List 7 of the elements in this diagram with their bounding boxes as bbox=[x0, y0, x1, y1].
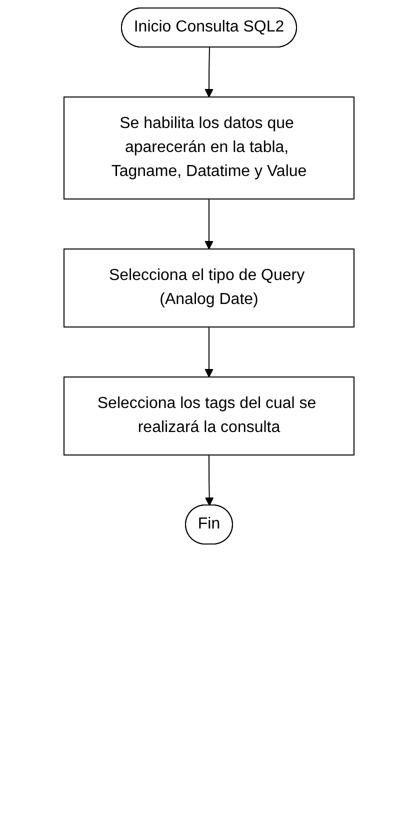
node-box: Se habilita los datos que aparecerán en la tabla, Tagname, Datatime y Value bbox=[64, 96, 354, 200]
node-box: Selecciona el tipo de Query (Analog Date) bbox=[64, 248, 354, 328]
arrow bbox=[204, 454, 214, 506]
arrow bbox=[204, 47, 214, 98]
arrow bbox=[204, 326, 214, 378]
node-box: Selecciona los tags del cual se realizará la consulta bbox=[64, 376, 354, 456]
arrow bbox=[204, 198, 214, 250]
